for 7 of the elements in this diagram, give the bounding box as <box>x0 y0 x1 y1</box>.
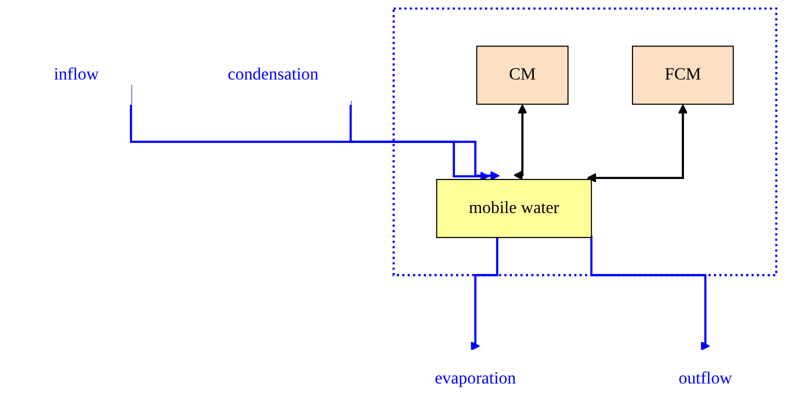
flow-diagram: CM FCM mobile water inflow condensation evaporation outflow <box>12 0 784 417</box>
node-text: outflow <box>678 370 732 388</box>
node-box <box>632 46 734 105</box>
node-box <box>476 46 568 105</box>
node-text: evaporation <box>434 370 516 388</box>
node-box <box>436 178 592 238</box>
node-text: condensation <box>227 66 318 84</box>
